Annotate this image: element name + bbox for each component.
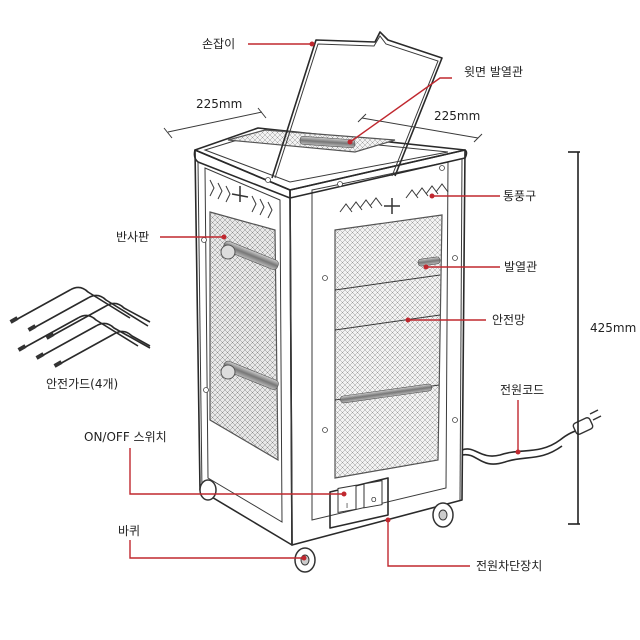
top-heater-grill	[227, 129, 396, 153]
safety-guards-illustration	[9, 286, 151, 368]
label-top-heater: 윗면 발열관	[464, 64, 523, 79]
label-switch: ON/OFF 스위치	[84, 430, 167, 444]
callout-switch: ON/OFF 스위치	[84, 430, 347, 497]
vent-left	[209, 179, 273, 219]
dimension-depth: 225mm	[357, 109, 483, 143]
switch-panel: I O	[329, 477, 389, 529]
svg-text:I: I	[346, 502, 348, 510]
label-wheel: 바퀴	[118, 524, 140, 538]
label-guards: 안전가드(4개)	[46, 377, 118, 391]
callout-reflector: 반사판	[116, 230, 227, 244]
callout-wheel: 바퀴	[118, 524, 307, 561]
depth-dimension-label: 225mm	[434, 109, 480, 123]
safety-mesh-right	[334, 214, 443, 479]
label-reflector: 반사판	[116, 230, 149, 244]
height-dimension-label: 425mm	[590, 321, 636, 335]
callout-guards: 안전가드(4개)	[46, 377, 118, 391]
dimension-height: 425mm	[568, 151, 636, 525]
vent-right	[339, 183, 449, 214]
callout-safety-guard: 안전망	[405, 313, 525, 327]
callout-vent: 통풍구	[429, 189, 536, 203]
callout-heating-tube: 발열관	[423, 260, 537, 274]
callout-top-heater: 윗면 발열관	[347, 64, 523, 145]
label-cutoff: 전원차단장치	[476, 559, 542, 573]
label-power-cord: 전원코드	[500, 383, 544, 397]
svg-text:O: O	[371, 496, 377, 504]
power-cord	[461, 409, 602, 465]
callout-cutoff: 전원차단장치	[385, 517, 542, 573]
reflector-left	[209, 211, 279, 462]
label-handle: 손잡이	[202, 37, 235, 51]
fan-icon	[384, 198, 400, 214]
callout-handle: 손잡이	[202, 37, 315, 51]
carry-handle	[271, 31, 443, 179]
label-heating-tube: 발열관	[504, 260, 537, 274]
width-dimension-label: 225mm	[196, 97, 242, 111]
callout-power-cord: 전원코드	[500, 383, 544, 455]
label-safety-guard: 안전망	[492, 313, 525, 327]
dimension-width: 225mm	[163, 97, 267, 139]
screws	[201, 165, 458, 433]
label-vent: 통풍구	[503, 189, 536, 203]
